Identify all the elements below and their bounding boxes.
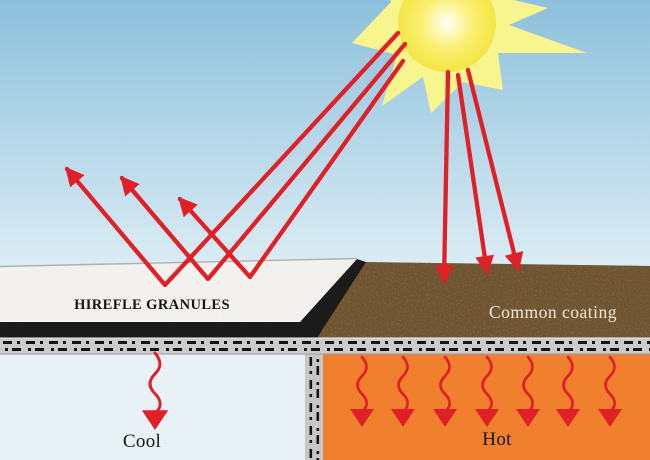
zone-divider: [305, 354, 323, 460]
cool-zone: [0, 354, 305, 460]
common-coating-surface: [317, 262, 650, 338]
roof-slab-edge: [0, 259, 369, 338]
sky-background: [0, 0, 650, 270]
reflected-ray: [64, 30, 401, 288]
common-coating-label: Common coating: [489, 302, 617, 322]
hirefle-granules-label: HIREFLE GRANULES: [74, 297, 230, 313]
absorbed-ray: [465, 67, 524, 272]
hot-zone: [323, 354, 650, 460]
sun-icon: [352, 0, 587, 113]
hot-label: Hot: [482, 429, 512, 450]
absorbed-ray: [455, 72, 495, 275]
sun-disc: [398, 0, 496, 72]
reflected-ray: [177, 58, 406, 280]
absorbed-ray-arrows: [434, 67, 524, 284]
roof-deck-strip: [0, 337, 650, 355]
reflected-ray-arrows: [64, 30, 408, 288]
cool-label: Cool: [123, 431, 161, 452]
absorbed-ray: [434, 69, 454, 284]
reflected-ray: [119, 41, 408, 282]
